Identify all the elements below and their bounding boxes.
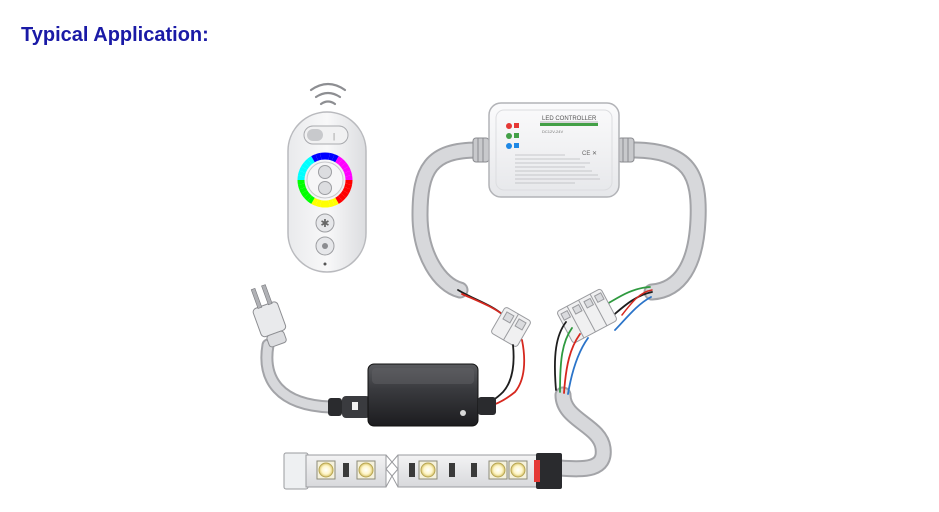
- led-strip-icon: [283, 452, 562, 490]
- color-ring-segment: [335, 195, 343, 204]
- color-ring-segment: [311, 197, 319, 206]
- adapter-output-wires: [483, 339, 526, 407]
- color-ring-segment: [328, 152, 335, 161]
- color-ring-segment: [301, 190, 310, 198]
- controller-title: LED CONTROLLER: [542, 116, 597, 122]
- wireless-signal-icon: [309, 82, 347, 106]
- rgb-terminal-block: [557, 288, 617, 344]
- color-ring-segment: [315, 152, 322, 161]
- color-ring-segment: [328, 199, 335, 208]
- color-ring-segment: [340, 162, 349, 170]
- color-ring-segment: [344, 183, 353, 190]
- page-heading: Typical Application:: [21, 24, 209, 46]
- controller-cables: [260, 141, 707, 478]
- controller-power-wires: [457, 289, 508, 319]
- led-lens: [318, 462, 334, 478]
- color-ring-segment: [311, 154, 319, 163]
- strip-feed-wires: [553, 321, 589, 395]
- resistor: [409, 463, 415, 477]
- controller-voltage: DC12V-24V: [542, 129, 563, 134]
- color-ring-segment: [340, 190, 349, 198]
- rf-remote-icon: | ✱: [287, 111, 367, 273]
- svg-text:|: |: [333, 132, 335, 141]
- color-ring-segment: [338, 158, 347, 167]
- color-ring-segment: [303, 158, 312, 167]
- power-adapter-icon: [328, 363, 496, 427]
- led-lens: [510, 462, 526, 478]
- color-ring-segment: [338, 193, 347, 202]
- resistor: [343, 463, 349, 477]
- led-lens: [420, 462, 436, 478]
- svg-text:CE ✕: CE ✕: [582, 151, 597, 157]
- color-ring-segment: [297, 183, 306, 190]
- color-ring-segment: [344, 170, 353, 177]
- cable-collars: [472, 137, 635, 163]
- led-lens: [358, 462, 374, 478]
- power-plug-icon: [250, 284, 287, 348]
- color-ring-segment: [331, 154, 339, 163]
- led-lens: [490, 462, 506, 478]
- color-ring-segment: [342, 186, 351, 194]
- svg-text:✱: ✱: [320, 218, 329, 230]
- color-ring-segment: [303, 193, 312, 202]
- power-terminal-block: [491, 307, 531, 347]
- color-wheel-icon: [297, 152, 353, 208]
- color-ring-segment: [301, 162, 310, 170]
- color-ring-segment: [315, 199, 322, 208]
- color-ring-segment: [297, 170, 306, 177]
- color-ring-segment: [299, 166, 308, 174]
- color-ring-segment: [307, 195, 315, 204]
- resistor: [471, 463, 477, 477]
- color-ring-segment: [335, 156, 343, 165]
- resistor: [449, 463, 455, 477]
- color-ring-segment: [307, 156, 315, 165]
- color-ring-segment: [299, 186, 308, 194]
- color-ring-segment: [331, 197, 339, 206]
- led-controller-icon: CE ✕: [488, 102, 620, 198]
- color-ring-segment: [342, 166, 351, 174]
